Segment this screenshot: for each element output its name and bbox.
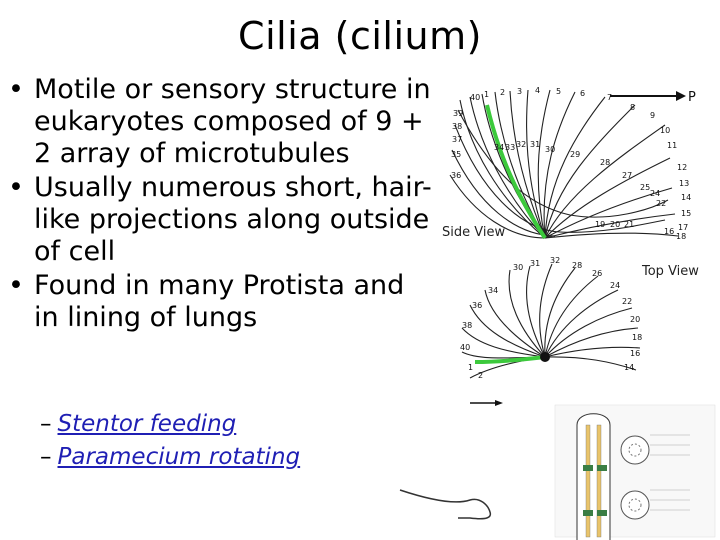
bullet-text: Motile or sensory structure in eukaryote… — [34, 74, 431, 169]
dash-icon: – — [40, 411, 52, 437]
svg-text:32: 32 — [516, 140, 526, 149]
svg-text:7: 7 — [607, 93, 612, 102]
link-item-paramecium: –Paramecium rotating — [40, 441, 300, 474]
svg-text:32: 32 — [550, 256, 560, 265]
svg-text:28: 28 — [600, 158, 610, 167]
svg-text:35: 35 — [451, 150, 461, 159]
svg-text:18: 18 — [632, 333, 642, 342]
top-view-label: Top View — [641, 264, 699, 279]
svg-text:31: 31 — [530, 259, 540, 268]
bullet-dot-icon: • — [8, 172, 24, 203]
svg-text:12: 12 — [677, 163, 687, 172]
svg-text:2: 2 — [478, 371, 483, 380]
side-view-highlight-stroke — [485, 104, 547, 240]
top-view-diagram — [461, 263, 641, 379]
svg-text:38: 38 — [462, 321, 472, 330]
svg-text:22: 22 — [656, 199, 666, 208]
bullet-list: • Motile or sensory structure in eukaryo… — [4, 74, 434, 336]
svg-text:14: 14 — [624, 363, 634, 372]
svg-text:34: 34 — [488, 286, 498, 295]
svg-text:17: 17 — [678, 223, 688, 232]
svg-text:27: 27 — [622, 171, 632, 180]
svg-text:24: 24 — [610, 281, 620, 290]
link-list: –Stentor feeding –Paramecium rotating — [40, 408, 300, 474]
svg-text:36: 36 — [472, 301, 482, 310]
svg-text:11: 11 — [667, 141, 677, 150]
bullet-item-numerous: • Usually numerous short, hair-like proj… — [4, 172, 434, 268]
svg-text:37: 37 — [452, 135, 462, 144]
svg-text:40: 40 — [460, 343, 470, 352]
svg-text:16: 16 — [630, 349, 640, 358]
svg-text:34: 34 — [494, 143, 504, 152]
svg-text:18: 18 — [676, 232, 686, 241]
svg-text:20: 20 — [630, 315, 640, 324]
svg-text:33: 33 — [505, 143, 515, 152]
svg-text:24: 24 — [650, 189, 660, 198]
svg-text:22: 22 — [622, 297, 632, 306]
svg-text:1: 1 — [468, 363, 473, 372]
small-arrow-head — [495, 400, 503, 406]
svg-text:39: 39 — [453, 109, 463, 118]
svg-text:14: 14 — [681, 193, 691, 202]
cross-section-panel — [554, 404, 716, 540]
svg-text:3: 3 — [517, 87, 522, 96]
bullet-item-protista: • Found in many Protista and in lining o… — [4, 270, 434, 334]
side-view-diagram — [449, 89, 679, 239]
top-view-highlight-stroke — [474, 355, 546, 364]
svg-text:1: 1 — [484, 90, 489, 99]
svg-text:26: 26 — [592, 269, 602, 278]
svg-text:30: 30 — [513, 263, 523, 272]
svg-text:20: 20 — [610, 220, 620, 229]
svg-text:36: 36 — [451, 171, 461, 180]
direction-arrow-p: P — [610, 90, 696, 105]
svg-text:19: 19 — [595, 220, 605, 229]
bullet-dot-icon: • — [8, 74, 24, 105]
svg-text:38: 38 — [452, 122, 462, 131]
svg-text:28: 28 — [572, 261, 582, 270]
bullet-item-motile: • Motile or sensory structure in eukaryo… — [4, 74, 434, 170]
svg-text:5: 5 — [556, 87, 561, 96]
svg-text:31: 31 — [530, 140, 540, 149]
svg-text:10: 10 — [660, 126, 670, 135]
cilium-wave-sketch — [399, 489, 492, 520]
top-view-numbers: 30 31 32 28 26 24 22 20 18 16 14 34 36 38 40 12 — [460, 256, 642, 380]
svg-text:21: 21 — [624, 220, 634, 229]
bullet-text: Found in many Protista and in lining of … — [34, 270, 405, 333]
stentor-feeding-link[interactable]: Stentor feeding — [57, 411, 237, 437]
svg-text:9: 9 — [650, 111, 655, 120]
svg-text:13: 13 — [679, 179, 689, 188]
arrow-label: P — [688, 90, 696, 105]
svg-text:4: 4 — [535, 86, 540, 95]
paramecium-rotating-link[interactable]: Paramecium rotating — [57, 444, 301, 470]
svg-text:16: 16 — [664, 227, 674, 236]
dash-icon: – — [40, 444, 52, 470]
svg-text:30: 30 — [545, 145, 555, 154]
cilium-base-dot — [540, 352, 550, 362]
svg-text:8: 8 — [630, 103, 635, 112]
svg-text:29: 29 — [570, 150, 580, 159]
svg-text:6: 6 — [580, 89, 585, 98]
svg-text:25: 25 — [640, 183, 650, 192]
side-view-label: Side View — [442, 225, 505, 240]
bullet-dot-icon: • — [8, 270, 24, 301]
svg-text:15: 15 — [681, 209, 691, 218]
bullet-text: Usually numerous short, hair-like projec… — [34, 172, 432, 267]
svg-text:2: 2 — [500, 88, 505, 97]
svg-text:40: 40 — [470, 93, 480, 102]
link-item-stentor: –Stentor feeding — [40, 408, 300, 441]
slide-title: Cilia (cilium) — [238, 14, 482, 58]
